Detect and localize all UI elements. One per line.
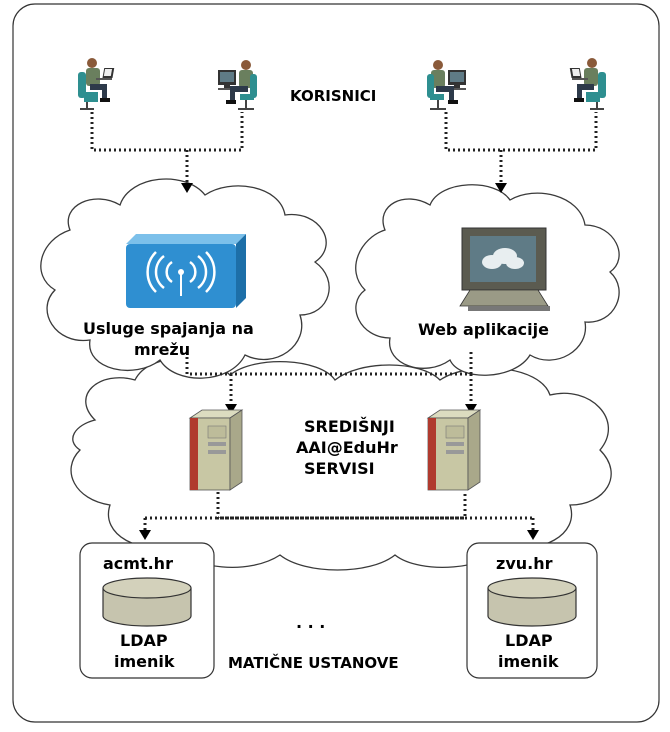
users-label: KORISNICI bbox=[290, 87, 376, 105]
institutions-label: MATIČNE USTANOVE bbox=[228, 653, 399, 672]
connector-clouds-to-servers bbox=[185, 352, 477, 414]
institution-left: acmt.hr LDAP imenik bbox=[79, 542, 215, 679]
connector-servers-to-institutions bbox=[139, 492, 539, 540]
database-icon bbox=[102, 577, 192, 627]
database-icon bbox=[487, 577, 577, 627]
central-services-line3: SERVISI bbox=[304, 459, 375, 478]
institution-right-db-line2: imenik bbox=[498, 652, 559, 671]
network-services-label-line1: Usluge spajanja na bbox=[83, 319, 254, 338]
monitor-icon bbox=[459, 227, 550, 311]
wireless-access-point-icon bbox=[126, 234, 246, 308]
institution-left-db-line2: imenik bbox=[114, 652, 175, 671]
connector-users-left bbox=[90, 112, 244, 193]
institution-left-db-line1: LDAP bbox=[120, 631, 168, 650]
institution-right: zvu.hr LDAP imenik bbox=[466, 542, 598, 679]
institution-left-name: acmt.hr bbox=[103, 554, 173, 573]
network-services-label-line2: mrežu bbox=[134, 340, 190, 359]
institution-right-db-line1: LDAP bbox=[505, 631, 553, 650]
institution-right-name: zvu.hr bbox=[496, 554, 553, 573]
ellipsis: . . . bbox=[296, 613, 325, 632]
connector-users-right bbox=[444, 112, 598, 193]
central-services-line1: SREDIŠNJI bbox=[304, 417, 395, 436]
server-icon bbox=[189, 409, 243, 491]
central-services-line2: AAI@EduHr bbox=[296, 438, 398, 457]
server-icon bbox=[427, 409, 481, 491]
web-apps-label: Web aplikacije bbox=[418, 320, 549, 339]
